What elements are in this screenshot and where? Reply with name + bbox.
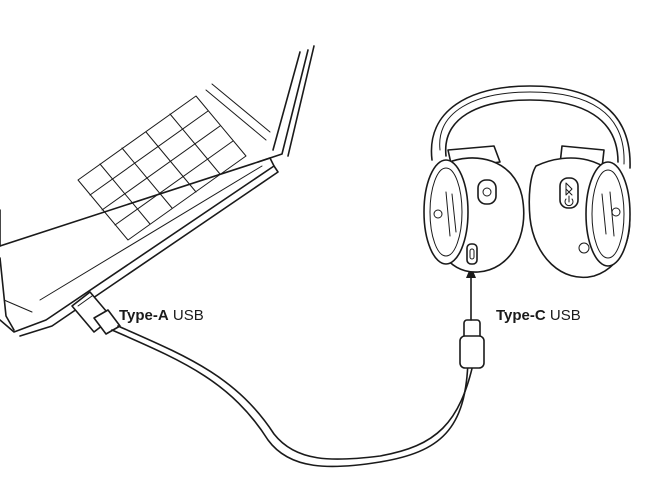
usb-c-plug xyxy=(459,266,485,369)
headphones-icon xyxy=(423,85,631,279)
usb-cable-icon xyxy=(111,325,475,468)
power-icon xyxy=(564,195,574,207)
usb-a-plug xyxy=(71,291,121,335)
usb-c-port-icon xyxy=(466,243,478,265)
laptop-icon xyxy=(0,45,315,337)
right-earcup xyxy=(528,157,631,279)
bluetooth-icon xyxy=(565,182,573,196)
type-c-usb-label: Type-C USB xyxy=(496,307,581,324)
type-a-usb-label: Type-A USB xyxy=(119,307,204,324)
left-earcup xyxy=(423,157,525,273)
